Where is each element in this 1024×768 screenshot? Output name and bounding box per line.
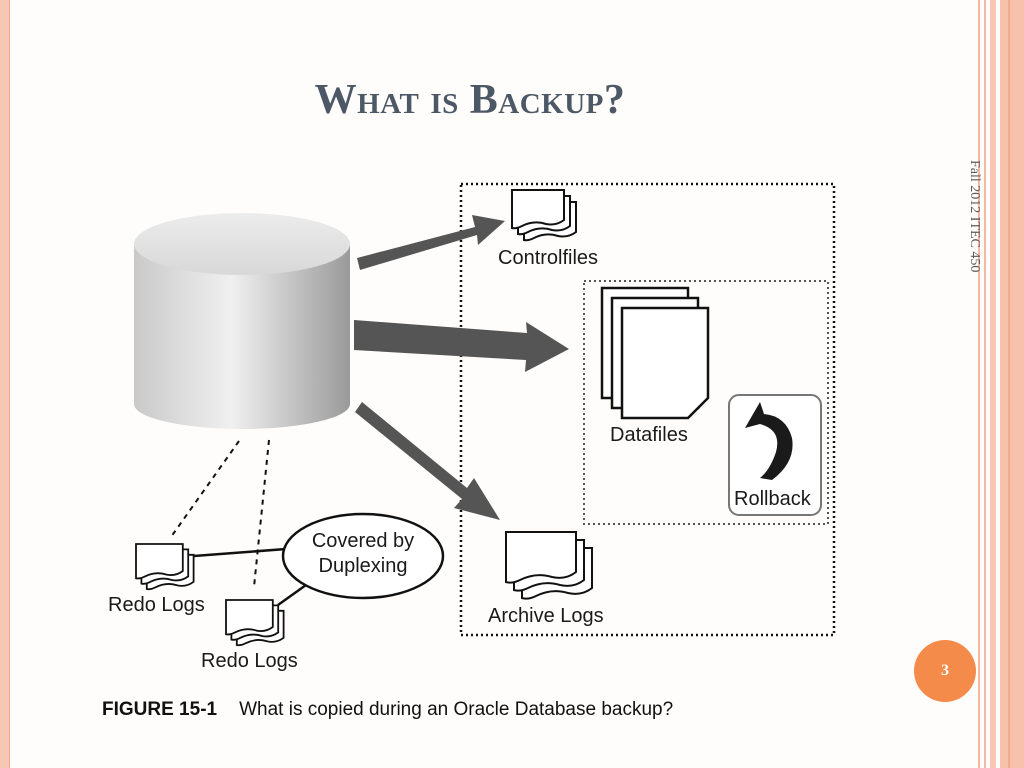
datafiles-box <box>583 280 829 525</box>
duplex-connector-2 <box>277 583 307 607</box>
slide-title: What is Backup? <box>314 77 626 123</box>
arrow-to-controlfiles <box>357 215 505 270</box>
figure-caption-text: What is copied during an Oracle Database… <box>239 699 674 720</box>
database-cylinder-icon <box>134 213 350 429</box>
controlfiles-label: Controlfiles <box>498 247 598 269</box>
redo-link-2 <box>253 439 270 588</box>
controlfiles-icon <box>511 189 577 242</box>
redo-logs-icon <box>225 599 285 647</box>
arrow-to-datafiles <box>354 320 569 372</box>
duplexing-callout <box>281 512 445 600</box>
callout-line-2: Duplexing <box>319 555 408 577</box>
datafiles-label: Datafiles <box>610 424 688 446</box>
archive-logs-icon <box>505 531 593 600</box>
page-number-badge: 3 <box>914 640 976 702</box>
callout-line-1: Covered by <box>312 530 414 552</box>
right-edge-stripes <box>978 0 1024 768</box>
figure-number: FIGURE 15-1 <box>102 699 218 720</box>
redo-logs-icon <box>135 543 195 591</box>
side-footer-text: Fall 2012 ITEC 450 <box>966 160 986 360</box>
left-edge-stripe <box>0 0 10 768</box>
rollback-label: Rollback <box>734 488 812 510</box>
figure-caption: FIGURE 15-1 What is copied during an Orac… <box>102 699 673 721</box>
redo-logs-label-1: Redo Logs <box>108 594 205 616</box>
archive-logs-label: Archive Logs <box>488 605 604 627</box>
redo-logs-label-2: Redo Logs <box>201 650 298 672</box>
course-term-label: Fall 2012 ITEC 450 <box>967 160 982 273</box>
duplex-connector-1 <box>193 547 287 558</box>
rollback-arrow-icon <box>745 402 793 480</box>
redo-link-1 <box>170 440 240 538</box>
backup-set-box <box>459 182 836 637</box>
backup-diagram: Controlfiles Datafiles Rollback Archive … <box>108 182 836 672</box>
datafiles-icon <box>600 286 710 420</box>
arrow-to-archive-logs <box>355 402 500 520</box>
